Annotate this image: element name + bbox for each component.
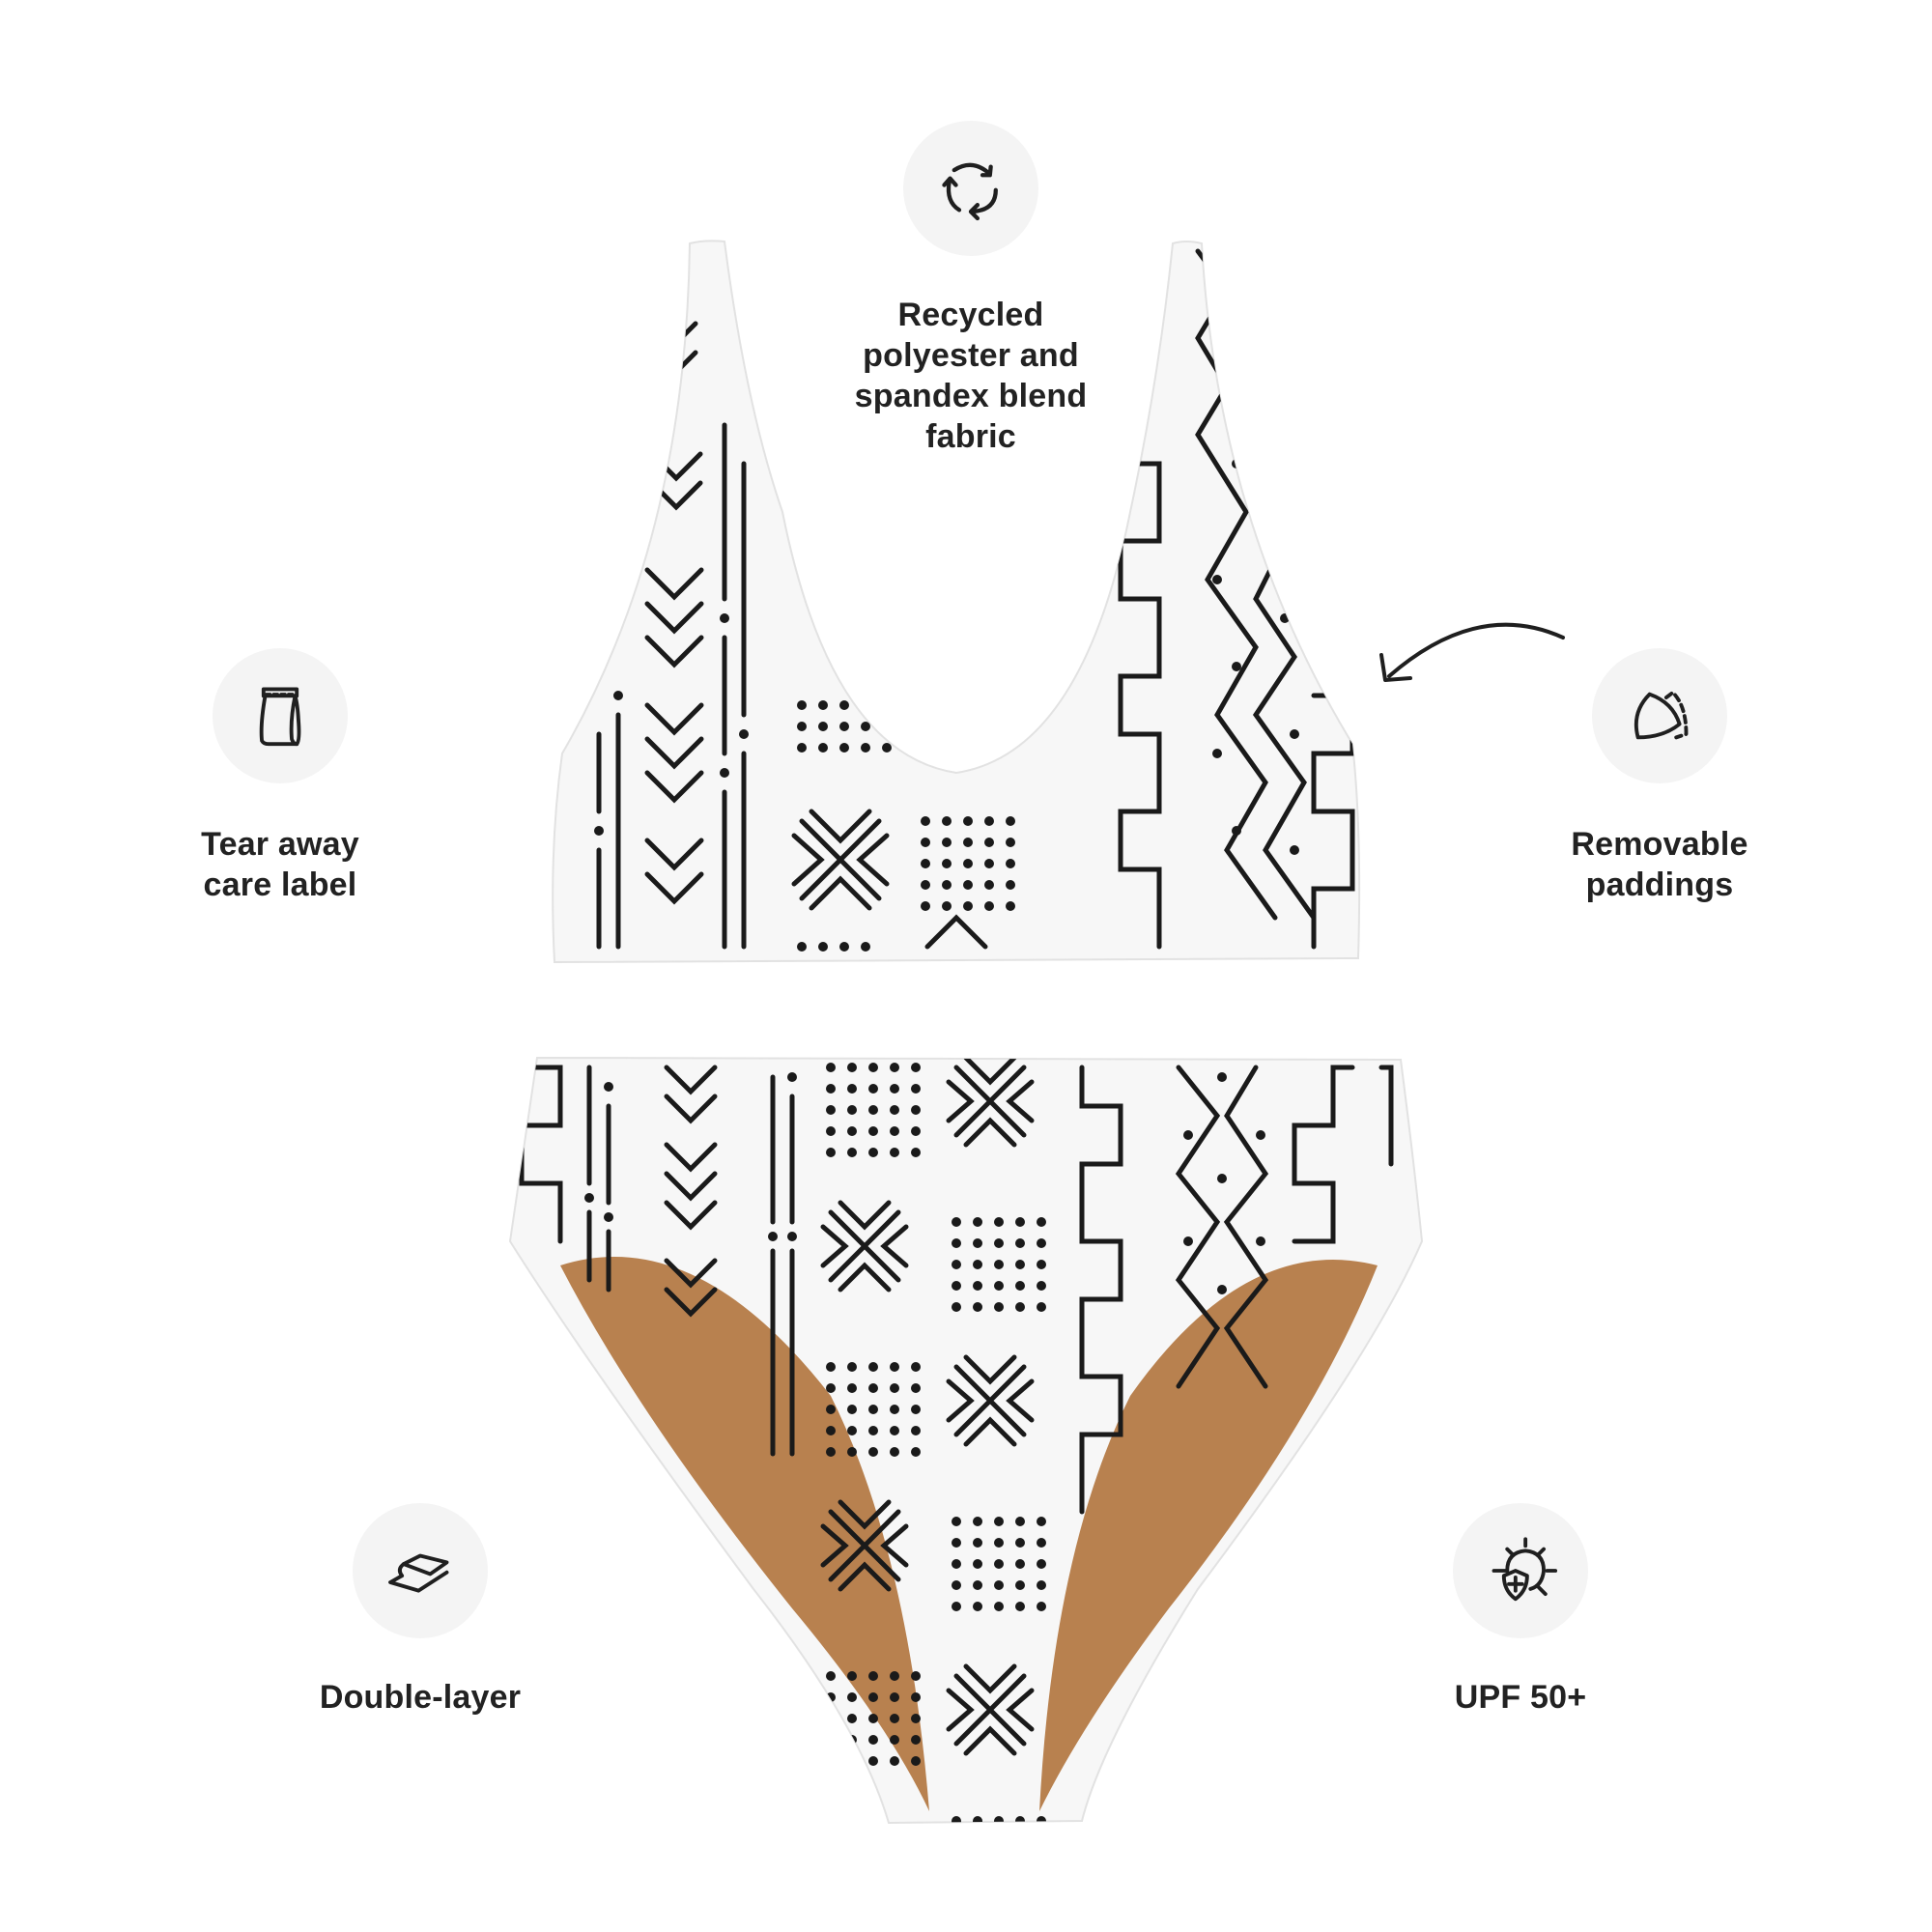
- feature-label: Double-layer: [319, 1679, 522, 1716]
- feature-tear-away-label: Tear away care label: [135, 648, 425, 905]
- feature-recycled: Recycled polyester and spandex blend fab…: [807, 121, 1135, 457]
- recycle-icon: [903, 121, 1038, 256]
- feature-label: Tear away care label: [201, 826, 359, 903]
- double-layer-icon: [353, 1503, 488, 1638]
- feature-label: UPF 50+: [1454, 1679, 1587, 1716]
- tear-away-label-icon: [213, 648, 348, 783]
- feature-removable-paddings: Removable paddings: [1515, 648, 1804, 905]
- curved-arrow-icon: [1379, 622, 1565, 682]
- removable-padding-icon: [1592, 648, 1727, 783]
- bikini-bottom: [508, 1056, 1424, 1825]
- sun-shield-icon: [1453, 1503, 1588, 1638]
- feature-label: Recycled polyester and spandex blend fab…: [854, 297, 1088, 455]
- feature-label: Removable paddings: [1571, 826, 1748, 903]
- feature-double-layer: Double-layer: [275, 1503, 565, 1718]
- feature-upf: UPF 50+: [1376, 1503, 1665, 1718]
- bikini-top: [552, 240, 1361, 964]
